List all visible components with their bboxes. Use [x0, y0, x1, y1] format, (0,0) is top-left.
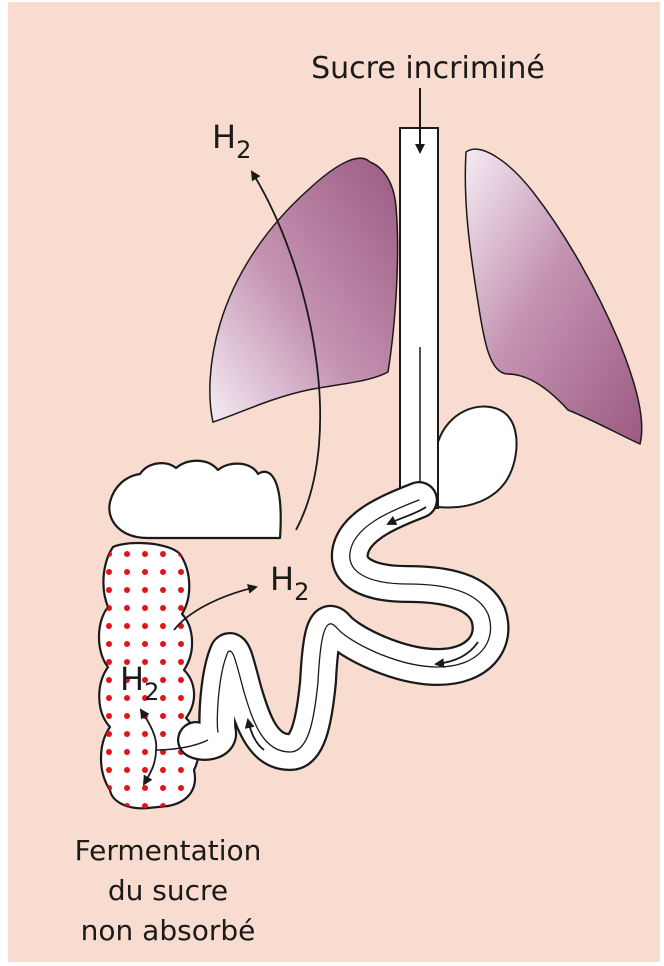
hydrogen-breath-test-diagram: Sucre incriminé H2 H2 H2 Fermentation du…	[8, 2, 660, 962]
h2-middle-sub: 2	[294, 578, 309, 606]
h2-upper-base: H	[212, 118, 236, 156]
fermentation-line-2: du sucre	[108, 874, 228, 907]
fermentation-line-3: non absorbé	[81, 914, 256, 947]
sugar-input-label: Sucre incriminé	[311, 51, 545, 86]
esophagus	[400, 128, 438, 508]
h2-upper-sub: 2	[236, 136, 251, 164]
diagram-panel: Sucre incriminé H2 H2 H2 Fermentation du…	[8, 2, 660, 962]
fermentation-dots	[99, 543, 199, 808]
diagram-background	[8, 2, 660, 962]
h2-middle-base: H	[270, 560, 294, 598]
fermentation-line-1: Fermentation	[75, 834, 262, 867]
h2-colon-sub: 2	[144, 678, 159, 706]
h2-colon-base: H	[120, 660, 144, 698]
